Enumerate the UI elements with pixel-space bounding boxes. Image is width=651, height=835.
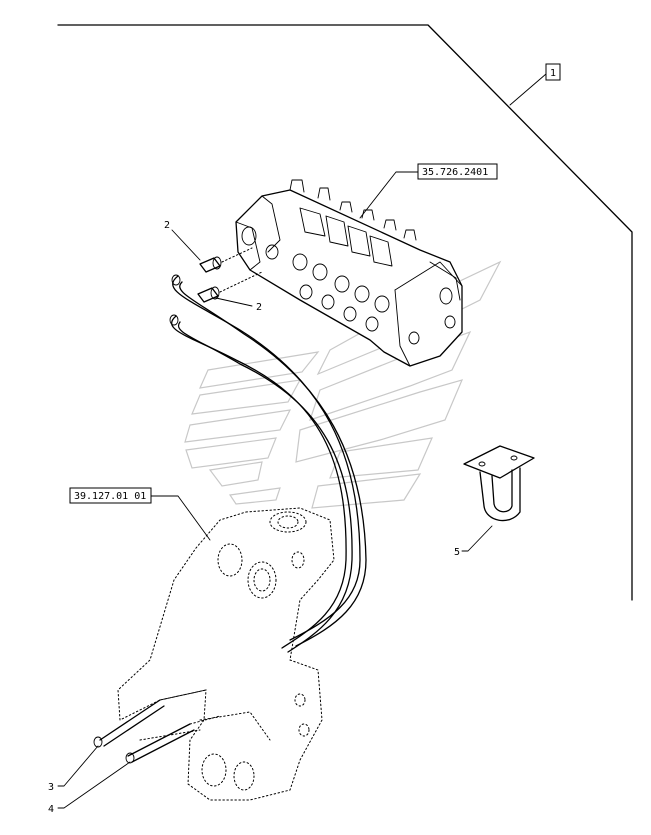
boxed-ref-valve: 35.726.2401	[359, 163, 498, 219]
fitting-upper: 2	[164, 220, 253, 273]
ref-4-leader: 4	[48, 761, 131, 815]
ref-3-leader: 3	[48, 745, 99, 793]
hydraulic-hoses	[169, 274, 367, 653]
boxed-ref-frame-label: 39.127.01 01	[74, 491, 146, 502]
ref-label-3: 3	[48, 782, 54, 793]
ref-box-1	[545, 63, 561, 81]
assembly-group-line: 1	[57, 24, 633, 601]
boxed-ref-valve-label: 35.726.2401	[422, 167, 488, 178]
ref-label-4: 4	[48, 804, 54, 815]
boom-frame-dotted	[117, 507, 335, 801]
ref-label-2-upper: 2	[164, 220, 170, 231]
ref-label-1: 1	[550, 68, 556, 79]
lower-hose-ends	[93, 689, 221, 764]
ref-label-5: 5	[454, 547, 460, 558]
fitting-lower: 2	[197, 271, 263, 313]
control-valve-block	[235, 179, 463, 367]
hose-bracket: 5	[454, 445, 535, 558]
boxed-ref-frame: 39.127.01 01	[69, 487, 211, 541]
ref-label-2-lower: 2	[256, 302, 262, 313]
